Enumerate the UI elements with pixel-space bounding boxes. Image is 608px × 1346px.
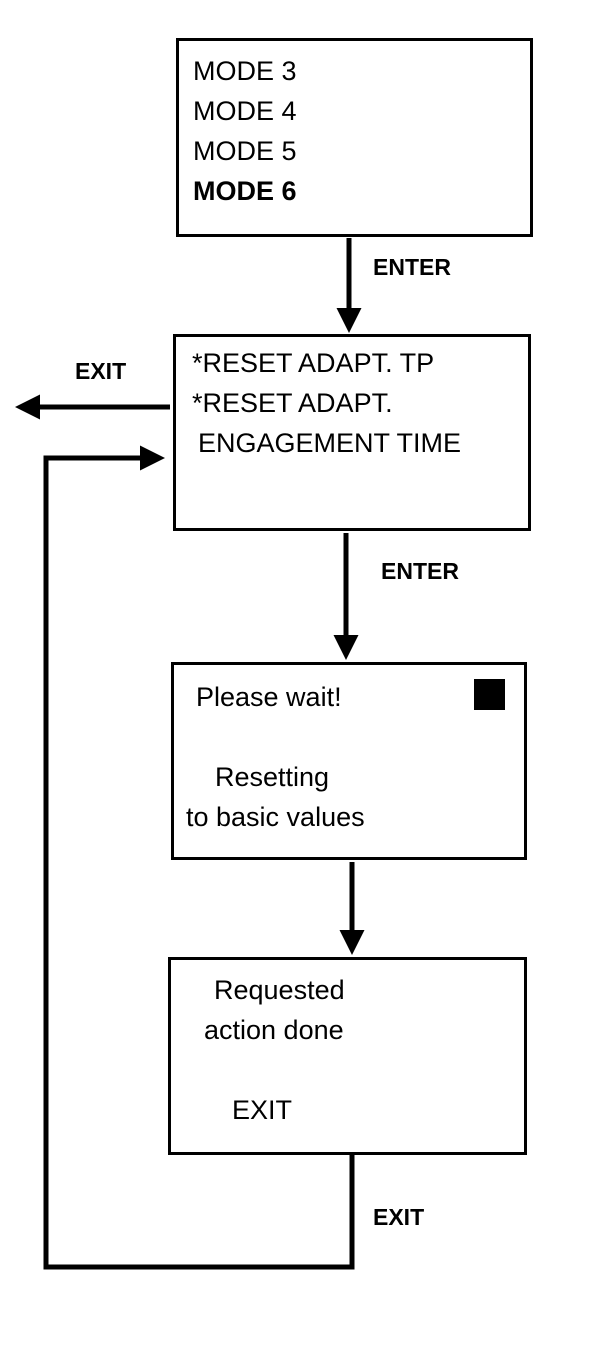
requested-text: Requested [214, 975, 345, 1005]
reset-adapt-item: *RESET ADAPT. [192, 388, 393, 418]
mode-6-item: MODE 6 [193, 176, 297, 206]
mode-select-screen: MODE 3 MODE 4 MODE 5 MODE 6 [176, 38, 533, 237]
please-wait-screen: Please wait! Resetting to basic values [171, 662, 527, 860]
enter-label-1: ENTER [373, 254, 451, 280]
busy-indicator-icon [474, 679, 505, 710]
reset-options-screen: *RESET ADAPT. TP *RESET ADAPT. ENGAGEMEN… [173, 334, 531, 531]
action-done-screen: Requested action done EXIT [168, 957, 527, 1155]
enter-label-2: ENTER [381, 558, 459, 584]
mode-3-item: MODE 3 [193, 56, 297, 86]
basic-values-text: to basic values [186, 802, 365, 832]
reset-adapt-tp-item: *RESET ADAPT. TP [192, 348, 435, 378]
please-wait-title: Please wait! [196, 682, 342, 712]
exit-option: EXIT [232, 1095, 293, 1125]
exit-label-left: EXIT [75, 358, 127, 384]
resetting-text: Resetting [215, 762, 330, 792]
mode-5-item: MODE 5 [193, 136, 297, 166]
engagement-time-item: ENGAGEMENT TIME [198, 428, 462, 458]
action-done-text: action done [204, 1015, 344, 1045]
return-loop-line [43, 445, 355, 1270]
exit-label-bottom: EXIT [373, 1204, 425, 1230]
mode-4-item: MODE 4 [193, 96, 297, 126]
